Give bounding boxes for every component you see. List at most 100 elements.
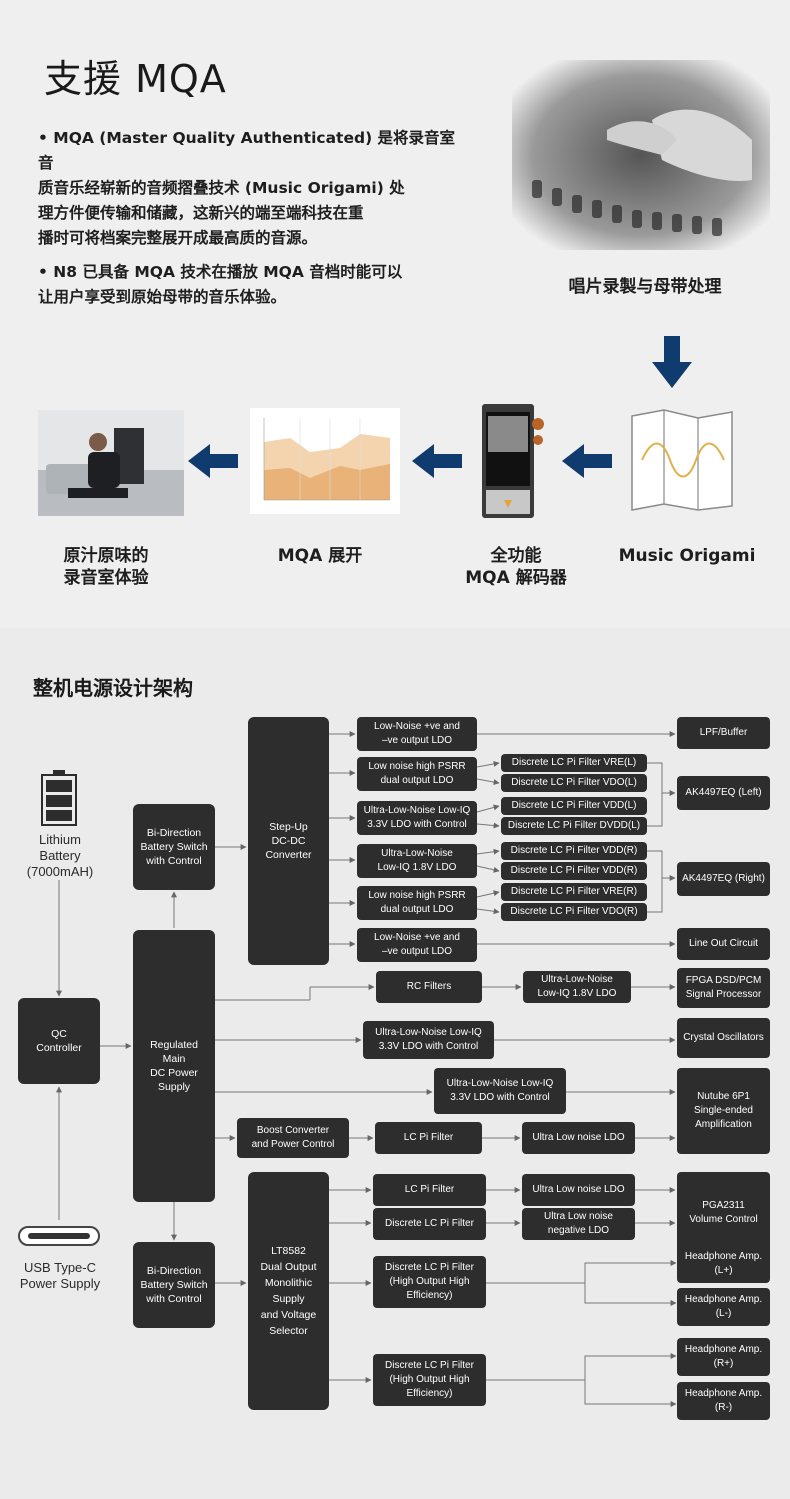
box-line: Headphone Amp.	[684, 1388, 763, 1399]
caption-line: 原汁原味的	[63, 546, 149, 566]
para1-line: 播时可将档案完整展开成最高质的音源。	[38, 229, 318, 247]
box-line: (L+)	[714, 1265, 733, 1276]
battery-label-line: Battery	[39, 848, 81, 863]
box-line: and Power Control	[251, 1139, 335, 1150]
origami-icon	[628, 408, 736, 512]
mqa-paragraph-2: • N8 已具备 MQA 技术在播放 MQA 音档时能可以 让用户享受到原始母带…	[38, 260, 458, 310]
box-line: dual output LDO	[380, 775, 454, 786]
box-line: Main	[162, 1053, 186, 1065]
box-line: LT8582	[271, 1245, 306, 1257]
battery-label-line: Lithium	[39, 832, 81, 847]
listener-caption: 原汁原味的 录音室体验	[36, 545, 176, 589]
box-line: Efficiency)	[406, 1290, 453, 1301]
mqa-title: 支援 MQA	[44, 57, 227, 101]
box-line: Discrete LC Pi Filter	[385, 1360, 474, 1371]
box-line: Battery Switch	[140, 841, 208, 853]
discrete-lc-pi-filter: Discrete LC Pi Filter	[373, 1208, 486, 1240]
box-line: (High Output High	[389, 1374, 470, 1385]
box-line: Bi-Direction	[146, 1265, 202, 1277]
mqa-paragraph-1: • MQA (Master Quality Authenticated) 是将录…	[38, 126, 458, 251]
box-line: Low-Noise +ve and	[374, 932, 460, 943]
box-line: DC-DC	[271, 835, 306, 847]
ak4497-right: AK4497EQ (Right)	[677, 862, 770, 896]
lc-pi-filter-2: LC Pi Filter	[373, 1174, 486, 1206]
left-arrow-icon	[412, 444, 462, 478]
headphone-amp-l-minus: Headphone Amp.(L-)	[677, 1288, 770, 1326]
caption-line: 全功能	[490, 546, 542, 566]
box-line: Discrete LC Pi Filter	[385, 1262, 474, 1273]
para2-line: 让用户享受到原始母带的音乐体验。	[38, 288, 287, 306]
usb-type-c-icon	[18, 1226, 100, 1246]
origami-caption: Music Origami	[618, 546, 756, 566]
box-line: –ve output LDO	[381, 946, 453, 957]
box-line: Converter	[265, 849, 312, 861]
unfold-caption: MQA 展开	[277, 546, 363, 566]
left-arrow-icon	[188, 444, 238, 478]
ak4497-left: AK4497EQ (Left)	[677, 776, 770, 810]
box-line: Supply	[157, 1081, 191, 1093]
fpga-processor: FPGA DSD/PCM Signal Processor	[677, 968, 770, 1008]
rc-filters: RC Filters	[376, 971, 482, 1003]
box-line: FPGA DSD/PCM	[685, 975, 762, 986]
caption-line: 录音室体验	[63, 568, 149, 588]
box-line: with Control	[146, 1293, 202, 1305]
box-line: QC	[51, 1028, 67, 1040]
box-line: Bi-Direction	[146, 827, 202, 839]
box-line: Controller	[36, 1042, 82, 1054]
left-arrow-icon	[562, 444, 612, 478]
battery-icon	[40, 770, 78, 826]
box-line: DC Power	[150, 1067, 198, 1079]
box-line: 3.3V LDO with Control	[367, 819, 467, 830]
box-line: 3.3V LDO with Control	[450, 1092, 550, 1103]
box-line: Ultra-Low-Noise Low-IQ	[446, 1078, 554, 1089]
low-noise-ldo-2: Low-Noise +ve and –ve output LDO	[357, 928, 477, 962]
usb-label-line: USB Type-C	[23, 1260, 96, 1275]
battery-label-line: (7000mAH)	[26, 864, 94, 879]
box-line: Low-IQ 1.8V LDO	[537, 988, 617, 999]
box-line: Volume Control	[689, 1214, 758, 1225]
filter-vdd-r-2: Discrete LC Pi Filter VDD(R)	[501, 862, 647, 880]
box-line: PGA2311	[702, 1200, 745, 1211]
box-line: Headphone Amp.	[684, 1294, 763, 1305]
n8-player-image	[478, 404, 550, 518]
box-line: Low-IQ 1.8V LDO	[377, 862, 457, 873]
qc-controller: QC Controller	[18, 998, 100, 1084]
psrr-ldo-1: Low noise high PSRR dual output LDO	[357, 757, 477, 791]
ultra-low-noise-ldo-1: Ultra Low noise LDO	[522, 1122, 635, 1154]
box-line: Amplification	[695, 1119, 752, 1130]
line-out-circuit: Line Out Circuit	[677, 928, 770, 960]
mqa-unfold-chart-image	[250, 408, 400, 514]
box-line: Low noise high PSRR	[368, 761, 466, 772]
filter-vdo-l: Discrete LC Pi Filter VDO(L)	[501, 774, 647, 792]
box-line: (R-)	[714, 1402, 733, 1413]
filter-vre-r: Discrete LC Pi Filter VRE(R)	[501, 883, 647, 901]
decoder-caption: 全功能 MQA 解码器	[446, 545, 586, 589]
box-line: Ultra-Low-Noise Low-IQ	[375, 1027, 482, 1038]
box-line: Ultra Low noise	[544, 1211, 613, 1222]
headphone-amp-r-plus: Headphone Amp.(R+)	[677, 1338, 770, 1376]
usb-label-line: Power Supply	[19, 1276, 101, 1291]
ulnl-3v3-ldo-3: Ultra-Low-Noise Low-IQ 3.3V LDO with Cont…	[434, 1068, 566, 1114]
box-line: Ultra-Low-Noise	[381, 848, 453, 859]
studio-caption: 唱片录製与母带处理	[568, 277, 722, 297]
crystal-oscillators: Crystal Oscillators	[677, 1018, 770, 1058]
box-line: 3.3V LDO with Control	[378, 1041, 479, 1052]
box-line: Battery Switch	[140, 1279, 208, 1291]
para1-line: • MQA (Master Quality Authenticated) 是将录…	[38, 129, 456, 172]
power-title: 整机电源设计架构	[33, 676, 193, 700]
down-arrow-icon	[652, 336, 692, 388]
box-line: Signal Processor	[685, 989, 762, 1000]
box-line: with Control	[146, 855, 202, 867]
